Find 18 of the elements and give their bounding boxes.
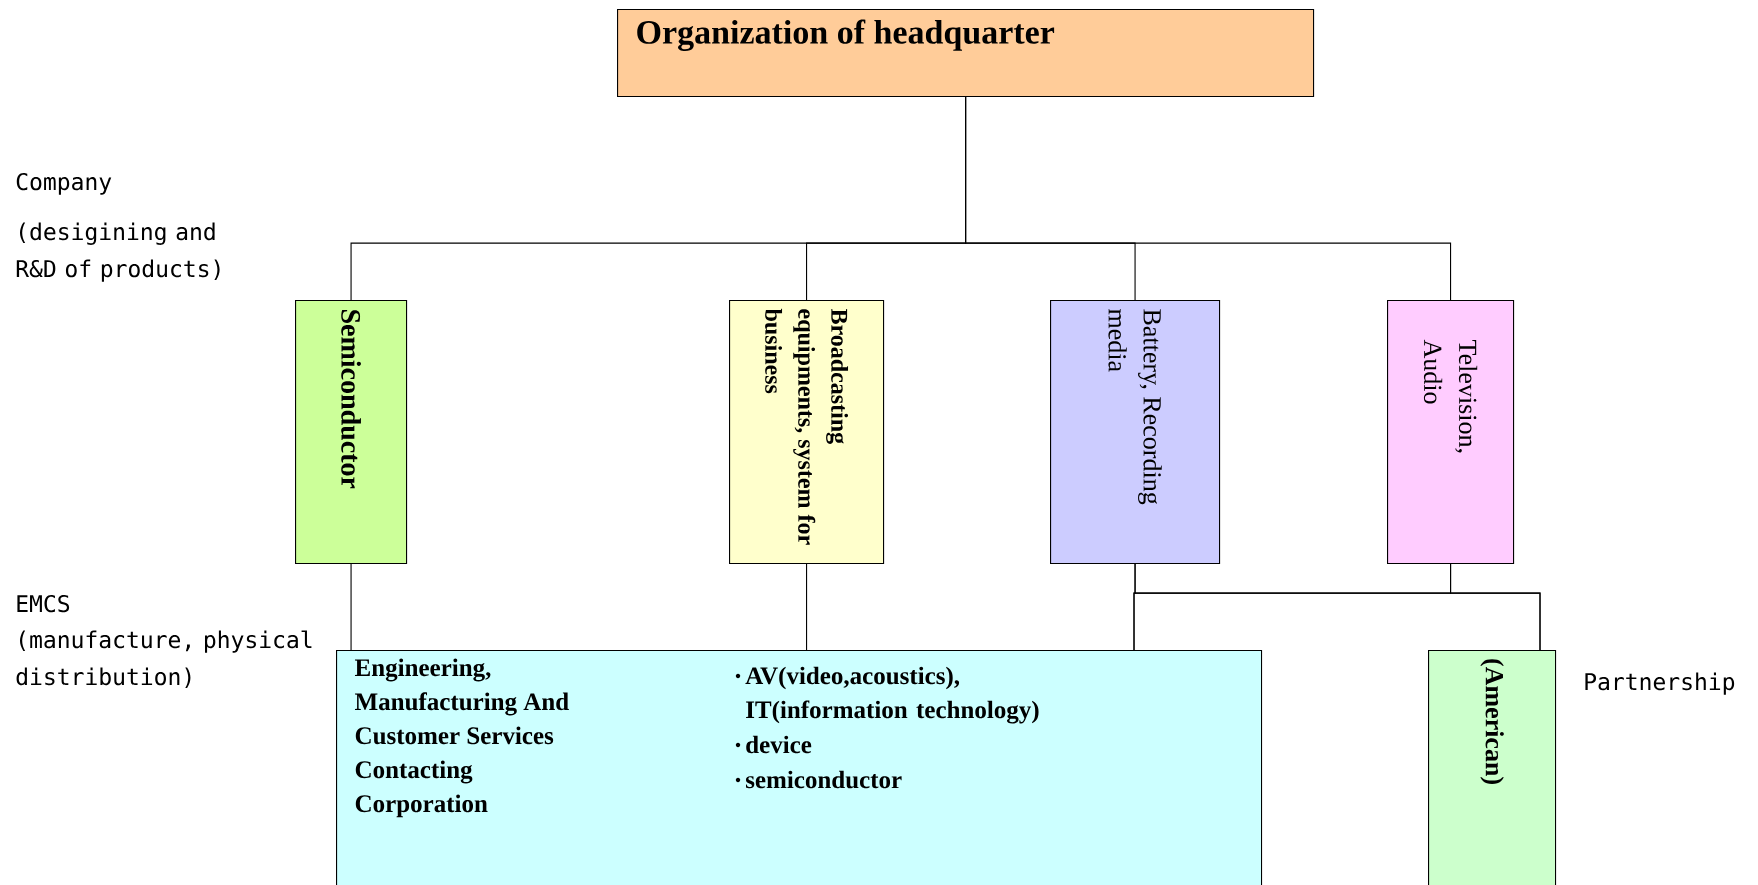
list-item: AV(video,acoustics), IT(information technology) [745,666,1039,724]
connector-line [1450,563,1541,651]
connector-line [806,563,808,651]
header-box: Organization of headquarter [617,9,1315,98]
side-label: Company [16,172,112,195]
division-box: Semiconductor [295,300,408,565]
connector-line [965,96,1452,301]
side-label: (desigining and R&D of products) [16,222,220,282]
connector-line [350,563,352,651]
list-item: semiconductor [745,770,902,789]
side-label: EMCS [17,594,70,613]
side-label: (manufacture, physical distribution) [16,630,312,688]
list-item: device [746,735,812,754]
division-box: Television, Audio [1387,300,1515,565]
division-box: Broadcasting equipments, system for business [729,300,885,565]
division-box: (American) [1428,650,1557,885]
side-label: Partnership [1585,672,1735,695]
division-box: Battery, Recording media [1050,300,1221,565]
